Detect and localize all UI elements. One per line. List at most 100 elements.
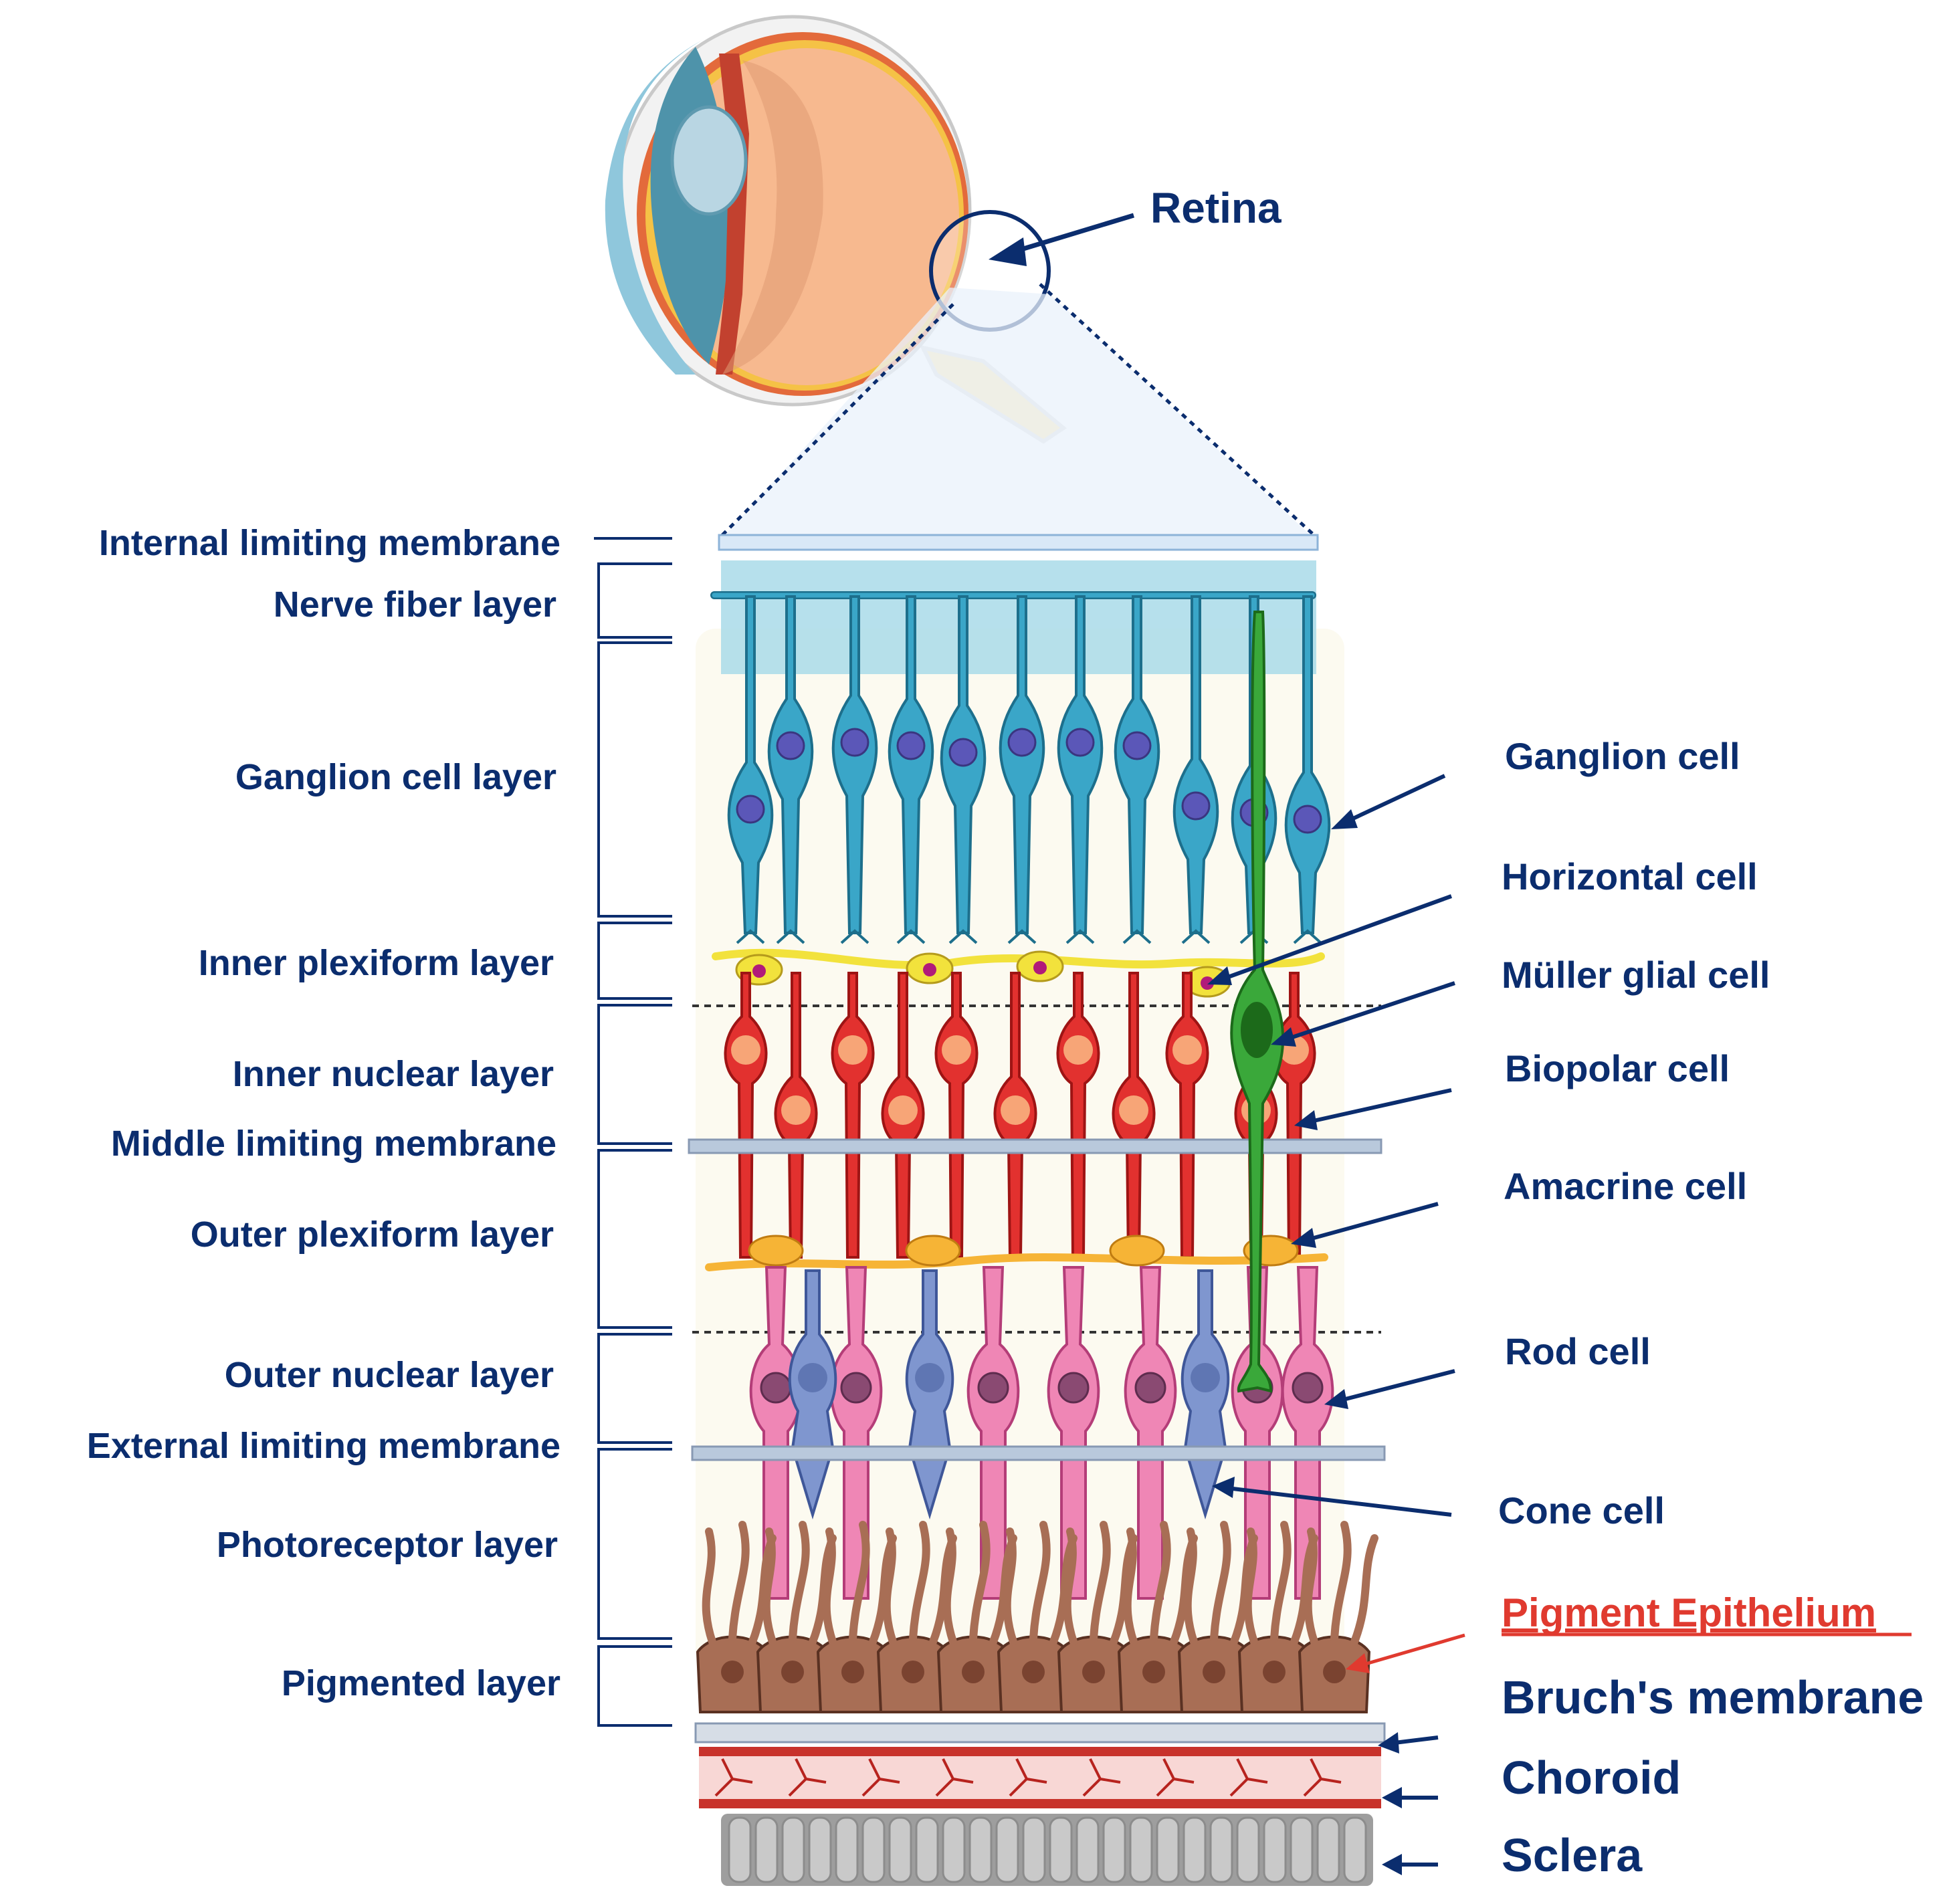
rod-cells (749, 1266, 1334, 1600)
label-inner-nuclear-layer: Inner nuclear layer (233, 1054, 554, 1094)
horizontal-cells (712, 948, 1325, 998)
retina-arrow-head (989, 237, 1027, 266)
sclera-fiber (1316, 1816, 1340, 1883)
sclera-fiber (888, 1816, 912, 1883)
cell-labels: Ganglion cell Horizontal cell Müller gli… (1498, 735, 1770, 1531)
bipolar-cell (774, 972, 818, 1259)
pigment-cell (1298, 1521, 1378, 1713)
rod-cell (1047, 1266, 1100, 1600)
opl-bracket (597, 1149, 672, 1329)
onl-bracket (597, 1333, 672, 1444)
sclera-fiber (754, 1816, 779, 1883)
ipl-bracket (597, 922, 672, 1000)
sclera-fiber (1102, 1816, 1126, 1883)
ganglion-cell (1057, 595, 1104, 944)
ganglion-cell (727, 595, 774, 944)
cell-arrows (1207, 774, 1455, 1875)
eye-illustration (605, 15, 1067, 444)
amacrine-band (705, 1253, 1328, 1271)
label-amacrine-cell: Amacrine cell (1504, 1165, 1747, 1207)
sclera-fiber (915, 1816, 939, 1883)
retina-title: Retina (1150, 184, 1281, 232)
sclera-fiber (1343, 1816, 1367, 1883)
nfl-bracket (597, 562, 672, 639)
rod-cell (1281, 1266, 1334, 1600)
bruchs-membrane (694, 1722, 1386, 1743)
label-outer-plexiform-layer: Outer plexiform layer (191, 1214, 554, 1255)
pigment-arrow (1346, 1633, 1465, 1673)
ganglion-cell (1172, 595, 1219, 944)
choroid-layer (699, 1747, 1381, 1808)
label-outer-nuclear-layer: Outer nuclear layer (225, 1355, 554, 1395)
choroid-vessel (714, 1758, 753, 1797)
sclera-fiber (942, 1816, 966, 1883)
gcl-bracket (597, 641, 672, 918)
ganglion-cell (999, 595, 1045, 944)
sclera-fiber (1263, 1816, 1287, 1883)
muller-glial-cell (1230, 611, 1285, 1393)
amacrine-cell (905, 1235, 961, 1267)
pigment-cell (1237, 1521, 1318, 1713)
choroid-vessel (1229, 1758, 1268, 1797)
sclera-fiber (1049, 1816, 1073, 1883)
sclera-fiber (1156, 1816, 1180, 1883)
sclera-fiber (1290, 1816, 1314, 1883)
choroid-vessel (1303, 1758, 1342, 1797)
pl-bracket (597, 1645, 672, 1727)
label-horizontal-cell: Horizontal cell (1502, 855, 1758, 897)
choroid-vessel (788, 1758, 827, 1797)
label-external-limiting-membrane: External limiting membrane (87, 1426, 560, 1466)
sclera-layer (721, 1814, 1373, 1886)
ganglion-cell (888, 595, 934, 944)
choroid-vessel (1082, 1758, 1121, 1797)
sclera-fiber (1209, 1816, 1233, 1883)
bipolar-cell (934, 972, 979, 1259)
label-sclera: Sclera (1502, 1829, 1643, 1881)
label-ganglion-cell-layer: Ganglion cell layer (235, 757, 556, 797)
layer-labels: Internal limiting membrane Nerve fiber l… (87, 523, 560, 1703)
zoom-line-left (718, 303, 954, 540)
label-inner-plexiform-layer: Inner plexiform layer (199, 943, 554, 983)
layer-brackets (594, 537, 672, 1727)
ganglion-cell (831, 595, 878, 944)
sclera-fiber (781, 1816, 805, 1883)
retina-arrow-line (1015, 213, 1135, 253)
sclera-fiber (861, 1816, 886, 1883)
internal-limiting-membrane (718, 534, 1319, 551)
label-bruchs-membrane: Bruch's membrane (1502, 1671, 1924, 1723)
ganglion-cell (940, 595, 987, 944)
eye-shading (722, 60, 823, 375)
horizontal-cell (906, 952, 954, 984)
amacrine-cell (1109, 1235, 1165, 1267)
prl-bracket (597, 1448, 672, 1640)
sclera-fiber (835, 1816, 859, 1883)
sclera-fiber (1183, 1816, 1207, 1883)
pigment-cell (876, 1521, 957, 1713)
label-cone-cell: Cone cell (1498, 1489, 1665, 1531)
eye-lens (670, 105, 748, 216)
pigment-cell (997, 1521, 1078, 1713)
sclera-fiber (995, 1816, 1019, 1883)
label-nerve-fiber-layer: Nerve fiber layer (274, 585, 556, 625)
label-choroid: Choroid (1502, 1752, 1681, 1804)
bipolar-cell (831, 972, 875, 1259)
middle-limiting-membrane (688, 1138, 1382, 1154)
sclera-fiber (808, 1816, 832, 1883)
sclera-fiber (728, 1816, 752, 1883)
sclera-fiber (1075, 1816, 1100, 1883)
choroid-vessel (1156, 1758, 1195, 1797)
horizontal-cell (1016, 950, 1064, 982)
zoom-funnel (719, 288, 1318, 542)
inl-bracket (597, 1004, 672, 1145)
choroid-vessel (1009, 1758, 1047, 1797)
label-pigmented-layer: Pigmented layer (282, 1663, 560, 1703)
choroid-vessel (861, 1758, 900, 1797)
ganglion-cell (767, 595, 814, 944)
retina-section (688, 534, 1386, 1886)
label-rod-cell: Rod cell (1505, 1330, 1651, 1372)
pigment-cell (816, 1521, 897, 1713)
sclera-fiber (1022, 1816, 1046, 1883)
label-muller-glial-cell: Müller glial cell (1502, 954, 1770, 996)
pigment-cells (696, 1521, 1378, 1713)
amacrine-cell (748, 1235, 804, 1267)
